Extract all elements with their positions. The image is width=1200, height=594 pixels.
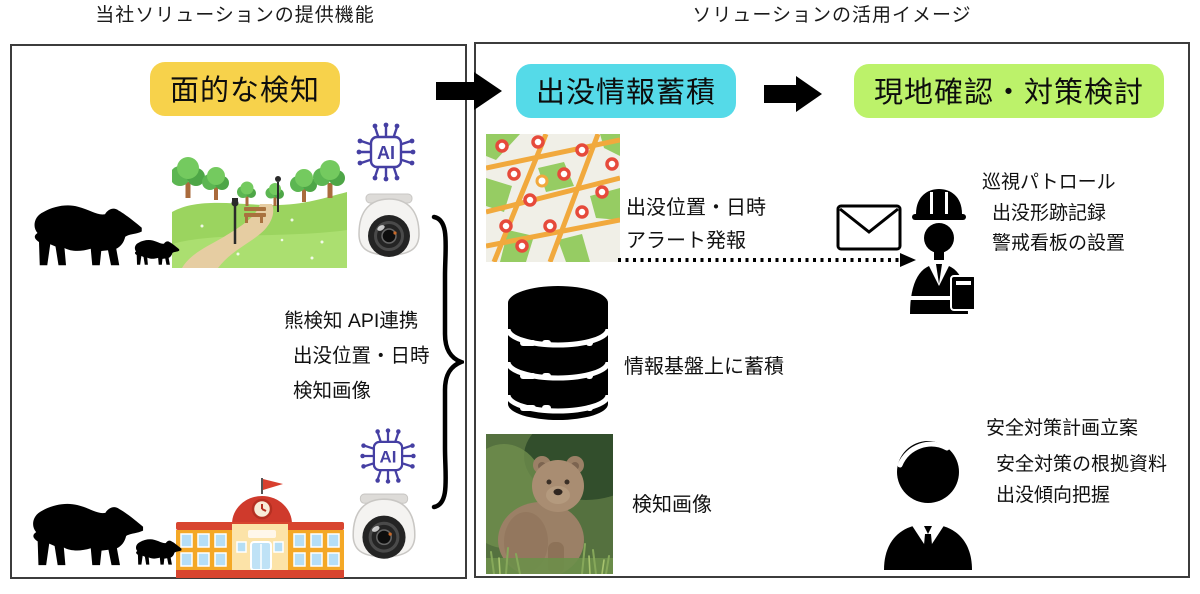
api-line: 熊検知 API連携 xyxy=(284,310,419,332)
photo-caption: 検知画像 xyxy=(632,494,712,516)
database-caption: 情報基盤上に蓄積 xyxy=(624,356,784,378)
map-caption-line: アラート発報 xyxy=(626,230,746,252)
api-output-text: 熊検知 API連携 出没位置・日時 検知画像 xyxy=(284,304,430,409)
plan-title: 安全対策計画立案 xyxy=(986,418,1139,439)
svg-text:AI: AI xyxy=(377,143,395,163)
park-lamps xyxy=(231,176,281,244)
park-illustration xyxy=(172,150,347,268)
bear-family-silhouette-bottom xyxy=(28,488,193,568)
dome-camera-icon xyxy=(354,192,424,266)
dome-camera-icon xyxy=(348,492,420,568)
left-panel-title: 面的な検知 xyxy=(150,62,341,116)
svg-text:AI: AI xyxy=(380,448,397,467)
api-line: 出没位置・日時 xyxy=(293,345,430,367)
right-section-label: ソリューションの活用イメージ xyxy=(692,5,972,26)
park-bench xyxy=(244,207,266,223)
sighting-map xyxy=(486,134,620,262)
planner-person-icon xyxy=(880,434,976,570)
left-section-label: 当社ソリューションの提供機能 xyxy=(95,5,375,26)
database-icon xyxy=(506,284,610,422)
curly-brace xyxy=(428,214,464,510)
patrol-line: 巡視パトロール xyxy=(982,172,1116,193)
map-caption-line: 出没位置・日時 xyxy=(626,197,766,219)
step2-title: 現地確認・対策検討 xyxy=(854,64,1165,118)
plan-line: 安全対策の根拠資料 xyxy=(996,454,1168,475)
patrol-worker-icon xyxy=(904,184,974,314)
map-caption: 出没位置・日時 アラート発報 xyxy=(626,192,766,258)
flow-arrow-1 xyxy=(436,70,502,112)
api-line: 検知画像 xyxy=(293,380,372,402)
flow-arrow-2 xyxy=(764,74,822,114)
park-trees xyxy=(172,157,345,206)
school-illustration xyxy=(176,478,344,578)
patrol-line: 出没形跡記録 xyxy=(992,202,1107,224)
plan-details-text: 安全対策の根拠資料 出没傾向把握 xyxy=(996,450,1167,511)
plan-line: 出没傾向把握 xyxy=(996,484,1111,506)
ai-chip-icon: AI xyxy=(352,118,420,186)
right-panel: 出没情報蓄積 現地確認・対策検討 xyxy=(474,42,1190,578)
mail-icon xyxy=(836,204,902,251)
left-panel: 面的な検知 xyxy=(10,44,467,579)
patrol-actions-text: 巡視パトロール 出没形跡記録 警戒看板の設置 xyxy=(982,168,1125,260)
bear-photo xyxy=(486,434,613,574)
patrol-line: 警戒看板の設置 xyxy=(992,233,1126,254)
alert-dotted-arrow xyxy=(616,252,918,268)
step1-title: 出没情報蓄積 xyxy=(516,64,737,118)
bear-family-silhouette-top xyxy=(30,190,190,268)
ai-chip-icon: AI xyxy=(356,424,420,488)
